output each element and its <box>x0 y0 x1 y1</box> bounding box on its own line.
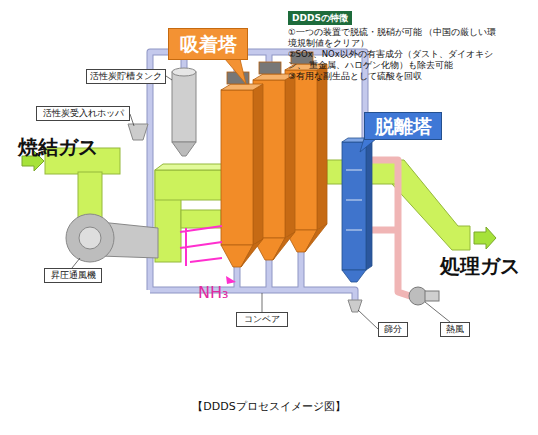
adsorption-tower <box>221 52 327 267</box>
gas-duct <box>78 172 102 218</box>
booster-fan <box>66 214 158 262</box>
caption: 【DDDSプロセスイメージ図】 <box>0 399 538 414</box>
part-label: 昇圧通風機 <box>44 268 102 283</box>
part-label: 篩分 <box>378 322 408 337</box>
booster-fan <box>66 214 114 262</box>
sieve <box>348 300 362 312</box>
tower-label: 吸着塔 <box>168 28 248 60</box>
adsorption-tower <box>273 232 295 260</box>
adsorption-tower <box>317 64 327 230</box>
carbon-tank <box>172 68 196 76</box>
tower-label: 脱離塔 <box>364 112 442 140</box>
node-text: ①一つの装置で脱硫・脱硝が可能 （中国の厳しい環境規制値をクリア） <box>288 27 503 49</box>
feature-list: DDDSの特徴 ①一つの装置で脱硫・脱硝が可能 （中国の厳しい環境規制値をクリア）… <box>288 6 503 82</box>
nh3-line <box>180 226 222 266</box>
gas-duct <box>181 210 221 228</box>
part-label: 熱風 <box>440 322 470 337</box>
callout-pointer <box>225 59 246 84</box>
node-title: 活性炭貯槽タンク <box>87 70 165 83</box>
gas-arrow <box>474 227 496 249</box>
hot-air-pipe <box>372 160 410 296</box>
node-title: DDDSの特徴 <box>288 11 352 25</box>
desorption-tower <box>342 138 372 282</box>
desorption-tower <box>346 170 362 230</box>
node-title: コンベア <box>237 313 287 326</box>
carbon-tank <box>172 72 196 142</box>
chemical-label: NH₃ <box>198 283 228 302</box>
node-title: 活性炭受入れホッパ <box>37 107 129 120</box>
node-title: 熱風 <box>441 323 469 336</box>
desorption-tower <box>342 270 366 282</box>
carbon-tank <box>172 142 196 156</box>
part-label: 活性炭貯槽タンク <box>86 69 166 84</box>
node-title: 脱離塔 <box>365 113 441 139</box>
adsorption-tower <box>221 90 253 245</box>
gas-label: 処理ガス <box>440 253 520 280</box>
adsorption-tower <box>305 224 327 252</box>
desorption-tower <box>366 138 372 270</box>
node-title: 吸着塔 <box>169 29 247 59</box>
gas-label: 焼結ガス <box>18 134 98 161</box>
sieve <box>348 300 362 312</box>
adsorption-tower <box>259 62 281 74</box>
hot-air-blower <box>409 287 439 305</box>
hot-air-blower <box>409 287 427 305</box>
nh3-line <box>226 276 236 284</box>
node-title: 篩分 <box>379 323 407 336</box>
gas-duct <box>155 170 225 200</box>
adsorption-tower <box>253 84 263 245</box>
carbon-hopper <box>128 124 148 140</box>
node-text: ②SOx、NOx以外の有害成分（ダスト、ダイオキシン、 重金属、ハロゲン化物）も… <box>288 49 503 71</box>
adsorption-tower <box>241 239 263 267</box>
carbon-tank <box>172 68 196 156</box>
nh3-line <box>180 226 236 284</box>
adsorption-tower <box>285 74 295 238</box>
part-label: 活性炭受入れホッパ <box>36 106 130 121</box>
part-label: コンベア <box>236 312 288 327</box>
hot-air-blower <box>425 291 439 301</box>
booster-fan <box>79 227 101 249</box>
node-text: ③有用な副生品として硫酸を回収 <box>288 71 503 82</box>
desorption-tower <box>342 142 366 270</box>
adsorption-tower <box>221 84 263 90</box>
hot-air-pipe <box>372 160 410 296</box>
node-title: 昇圧通風機 <box>45 269 101 282</box>
carbon-hopper <box>128 124 148 140</box>
gas-duct <box>392 160 470 250</box>
